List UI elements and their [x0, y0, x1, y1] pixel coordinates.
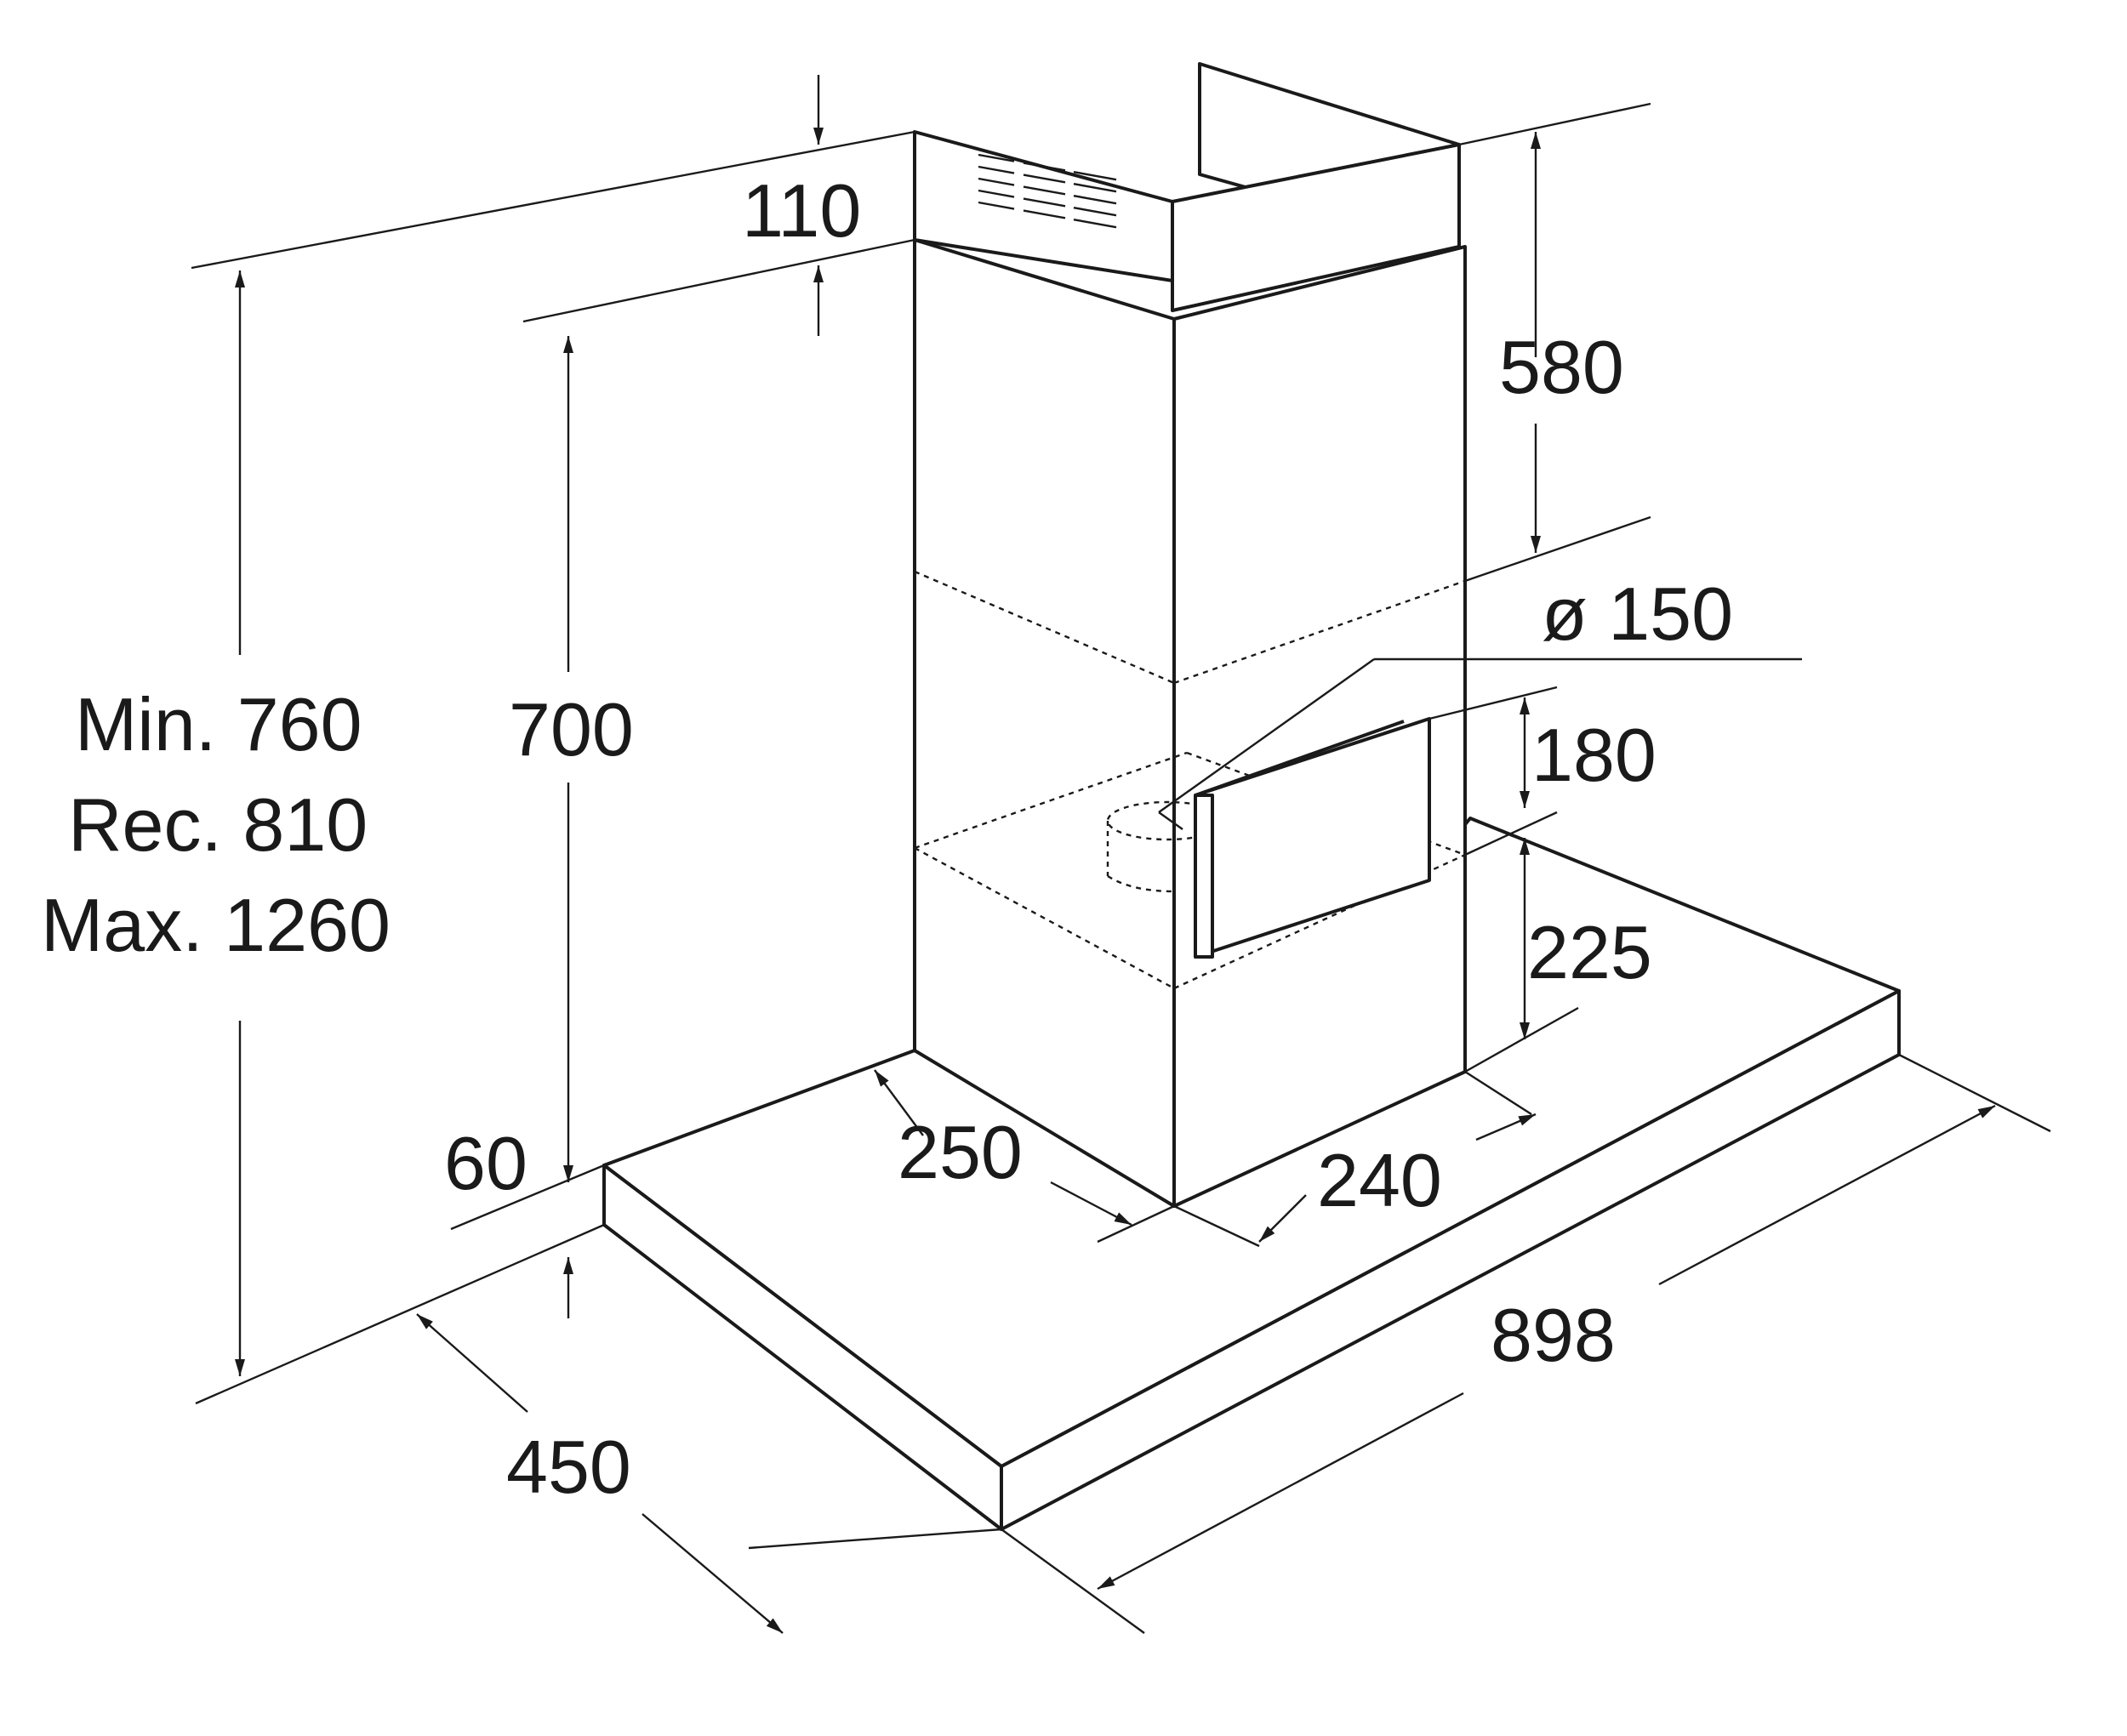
label-height-max: Max. 1260 — [41, 883, 391, 967]
vent-slot — [978, 201, 1015, 210]
label-height-min: Min. 760 — [75, 682, 362, 766]
label-898: 898 — [1491, 1293, 1616, 1377]
extension-lines — [191, 102, 2051, 1634]
label-225: 225 — [1527, 910, 1652, 994]
label-diameter-150: ø 150 — [1542, 572, 1733, 656]
vent-slot — [1023, 174, 1066, 184]
dimension-lines — [235, 75, 1996, 1634]
vent-slot — [978, 165, 1015, 174]
vent-slot — [1073, 182, 1117, 193]
chimney-left-face — [913, 238, 1176, 1208]
vent-slot — [1073, 194, 1117, 205]
dimension-labels: 110 580 ø 150 180 225 700 Min. 760 Rec. … — [41, 168, 1733, 1509]
vent-slot — [1023, 209, 1066, 219]
vent-grille — [978, 153, 1117, 229]
vent-slot — [1023, 185, 1066, 196]
label-height-rec: Rec. 810 — [68, 783, 368, 867]
label-240: 240 — [1317, 1138, 1442, 1222]
label-110: 110 — [742, 168, 861, 253]
label-580: 580 — [1499, 325, 1624, 409]
label-450: 450 — [506, 1425, 631, 1509]
label-180: 180 — [1531, 713, 1657, 797]
label-250: 250 — [898, 1110, 1023, 1194]
outlet-collar — [1194, 717, 1431, 959]
vent-slot — [978, 189, 1015, 198]
vent-slot — [978, 177, 1015, 186]
vent-slot — [1073, 170, 1117, 181]
vent-slot — [1073, 206, 1117, 217]
chimney — [913, 62, 1467, 1208]
vent-slot — [1073, 218, 1117, 229]
vent-slot — [978, 153, 1015, 162]
label-60: 60 — [444, 1121, 527, 1205]
label-700: 700 — [509, 687, 634, 771]
vent-slot — [1023, 197, 1066, 208]
vent-slot — [1023, 162, 1066, 172]
